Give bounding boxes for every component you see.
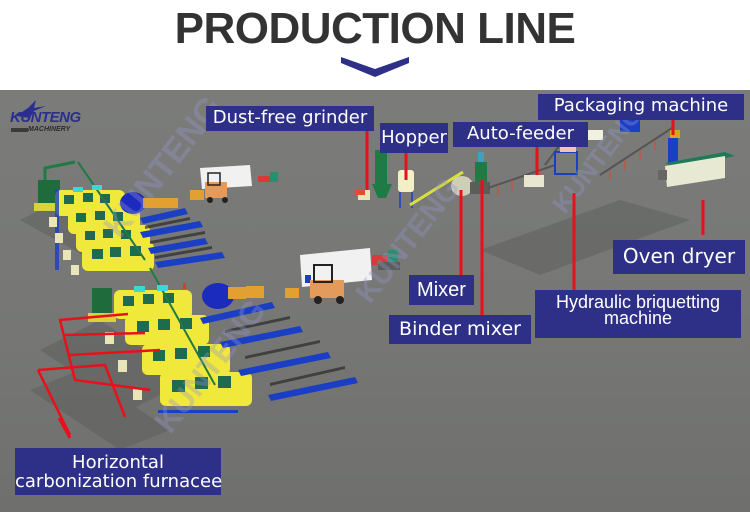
label-text: Oven dryer <box>622 244 736 268</box>
page-title: PRODUCTION LINE <box>174 4 576 53</box>
center-processing-line <box>355 108 735 208</box>
label-text: Dust-free grinder <box>212 107 368 128</box>
label-binder-mixer: Binder mixer <box>389 315 531 344</box>
label-text: Auto-feeder <box>466 123 574 144</box>
brand-name: KUNTENG <box>10 109 81 126</box>
label-text-line2: carbonization furnacee <box>15 471 223 492</box>
label-packaging-machine: Packaging machine <box>538 94 744 120</box>
label-hopper: Hopper <box>380 123 448 153</box>
label-text-line1: Horizontal <box>72 452 164 473</box>
brand-logo <box>8 100 78 140</box>
label-text: Hopper <box>381 127 447 148</box>
production-line-illustration: KUNTENG KUNTENG KUNTENG KUNTENG KUNTENG … <box>0 90 750 512</box>
brand-tagline: MACHINERY <box>28 126 71 133</box>
label-dust-free-grinder: Dust-free grinder <box>206 106 374 131</box>
label-hydraulic-briquetting-machine: Hydraulic briquetting machine <box>535 290 741 338</box>
lower-furnace-group <box>36 248 400 436</box>
label-text: Binder mixer <box>399 318 521 340</box>
label-text: Mixer <box>417 279 466 301</box>
label-oven-dryer: Oven dryer <box>613 240 745 274</box>
label-text: Packaging machine <box>553 95 729 116</box>
leader-lines <box>57 119 705 439</box>
upper-furnace-group <box>34 160 278 275</box>
header: PRODUCTION LINE <box>0 0 750 90</box>
brand-bar <box>11 128 28 132</box>
logo-bird-icon <box>16 100 46 118</box>
label-text-line2: machine <box>603 308 673 328</box>
label-horizontal-carbonization-furnace: Horizontal carbonization furnacee <box>15 448 223 495</box>
label-text-line1: Hydraulic briquetting <box>555 292 721 312</box>
chevron-down-icon <box>341 57 409 77</box>
label-mixer: Mixer <box>409 275 474 305</box>
label-auto-feeder: Auto-feeder <box>453 122 588 147</box>
